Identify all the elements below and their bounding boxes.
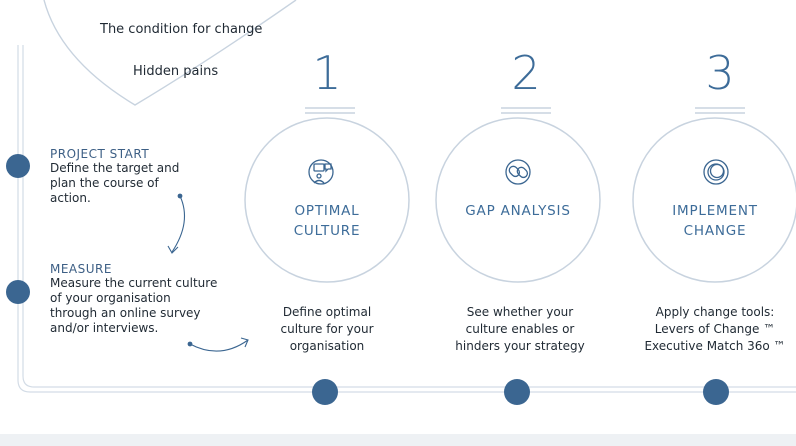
step-number-3: 3 (705, 46, 735, 100)
curved-arrow-right (189, 339, 249, 352)
step-desc-line: Levers of Change ™ (654, 322, 776, 336)
step-label-line: GAP ANALYSIS (465, 203, 571, 219)
step-description-3: Apply change tools: Levers of Change ™ E… (636, 304, 794, 355)
hidden-pains-label: Hidden pains (133, 64, 219, 79)
arrow2-start-dot (187, 341, 193, 347)
phase-title: MEASURE (50, 262, 112, 276)
step-label-implement-change: IMPLEMENT CHANGE (655, 201, 775, 241)
step-desc-line: See whether your (466, 305, 574, 319)
phase-measure: MEASURE Measure the current culture of y… (50, 262, 220, 336)
step-label-gap-analysis: GAP ANALYSIS (448, 201, 588, 221)
arrow-head-right (240, 337, 249, 348)
presenter-icon (308, 159, 334, 185)
phase-title: PROJECT START (50, 147, 150, 161)
step-desc-line: organisation (289, 339, 365, 353)
timeline-rail-outer (17, 45, 796, 393)
ring-icon (703, 159, 729, 185)
curved-arrow-down (171, 195, 186, 253)
step-desc-line: hinders your strategy (455, 339, 585, 353)
step1-dot (312, 379, 338, 405)
step-label-line: CULTURE (293, 223, 361, 239)
step-description-2: See whether your culture enables or hind… (440, 304, 600, 355)
bottom-band (0, 434, 796, 446)
step-desc-line: Executive Match 36o ™ (644, 339, 786, 353)
top-circle-arc (43, 0, 297, 106)
step-desc-line: Define optimal (282, 305, 372, 319)
step-label-line: CHANGE (683, 223, 747, 239)
step2-dot (504, 379, 530, 405)
step-number-2: 2 (511, 46, 541, 100)
arrow-head-down (167, 245, 179, 254)
phase-project-start: PROJECT START Define the target and plan… (50, 147, 190, 206)
step3-dot (703, 379, 729, 405)
step-number-1: 1 (312, 46, 342, 100)
timeline-rail-inner (22, 45, 796, 388)
step-circles (244, 117, 796, 283)
project-start-dot (6, 154, 30, 178)
step-label-optimal-culture: OPTIMAL CULTURE (267, 201, 387, 241)
measure-dot (6, 280, 30, 304)
step-description-1: Define optimal culture for your organisa… (252, 304, 402, 355)
number-separators (305, 107, 745, 114)
phase-description: Define the target and plan the course of… (50, 161, 180, 205)
step-label-line: OPTIMAL (294, 203, 360, 219)
step-desc-line: culture for your (280, 322, 374, 336)
step-desc-line: Apply change tools: (655, 305, 775, 319)
broken-link-icon (505, 159, 531, 185)
step-label-line: IMPLEMENT (672, 203, 758, 219)
condition-for-change-label: The condition for change (100, 22, 263, 37)
arrow-start-dot (177, 193, 183, 199)
step-desc-line: culture enables or (465, 322, 575, 336)
phase-description: Measure the current culture of your orga… (50, 276, 218, 335)
